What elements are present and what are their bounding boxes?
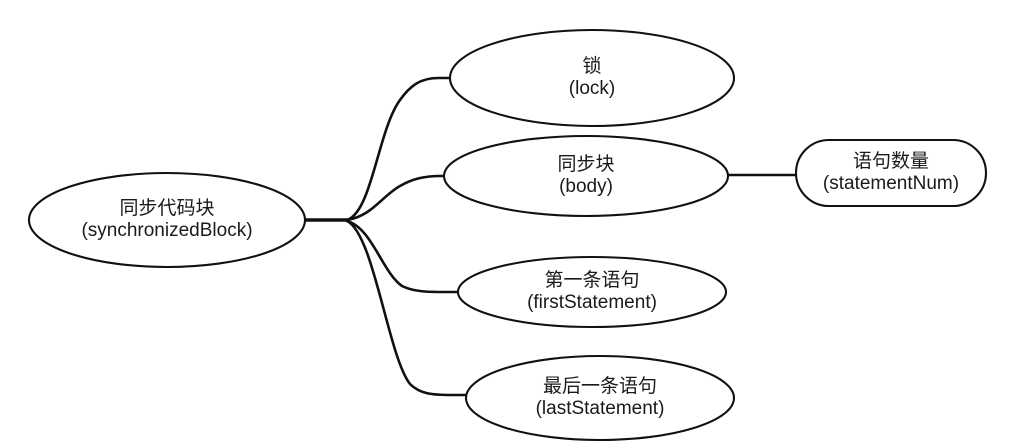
edge-synchronizedblock-to-laststatement (345, 219, 470, 397)
node-shape-firststatement[interactable] (456, 255, 728, 329)
node-shape-body[interactable] (442, 134, 730, 218)
node-shape-lock[interactable] (448, 28, 736, 128)
edge-synchronizedblock-to-lock (345, 76, 454, 222)
node-shape-synchronizedblock[interactable] (27, 171, 307, 269)
node-shape-laststatement[interactable] (464, 354, 736, 442)
node-shape-statementnum[interactable] (794, 138, 988, 208)
edge-synchronizedblock-to-firststatement (345, 219, 462, 294)
edge-synchronizedblock-to-body (345, 174, 448, 222)
